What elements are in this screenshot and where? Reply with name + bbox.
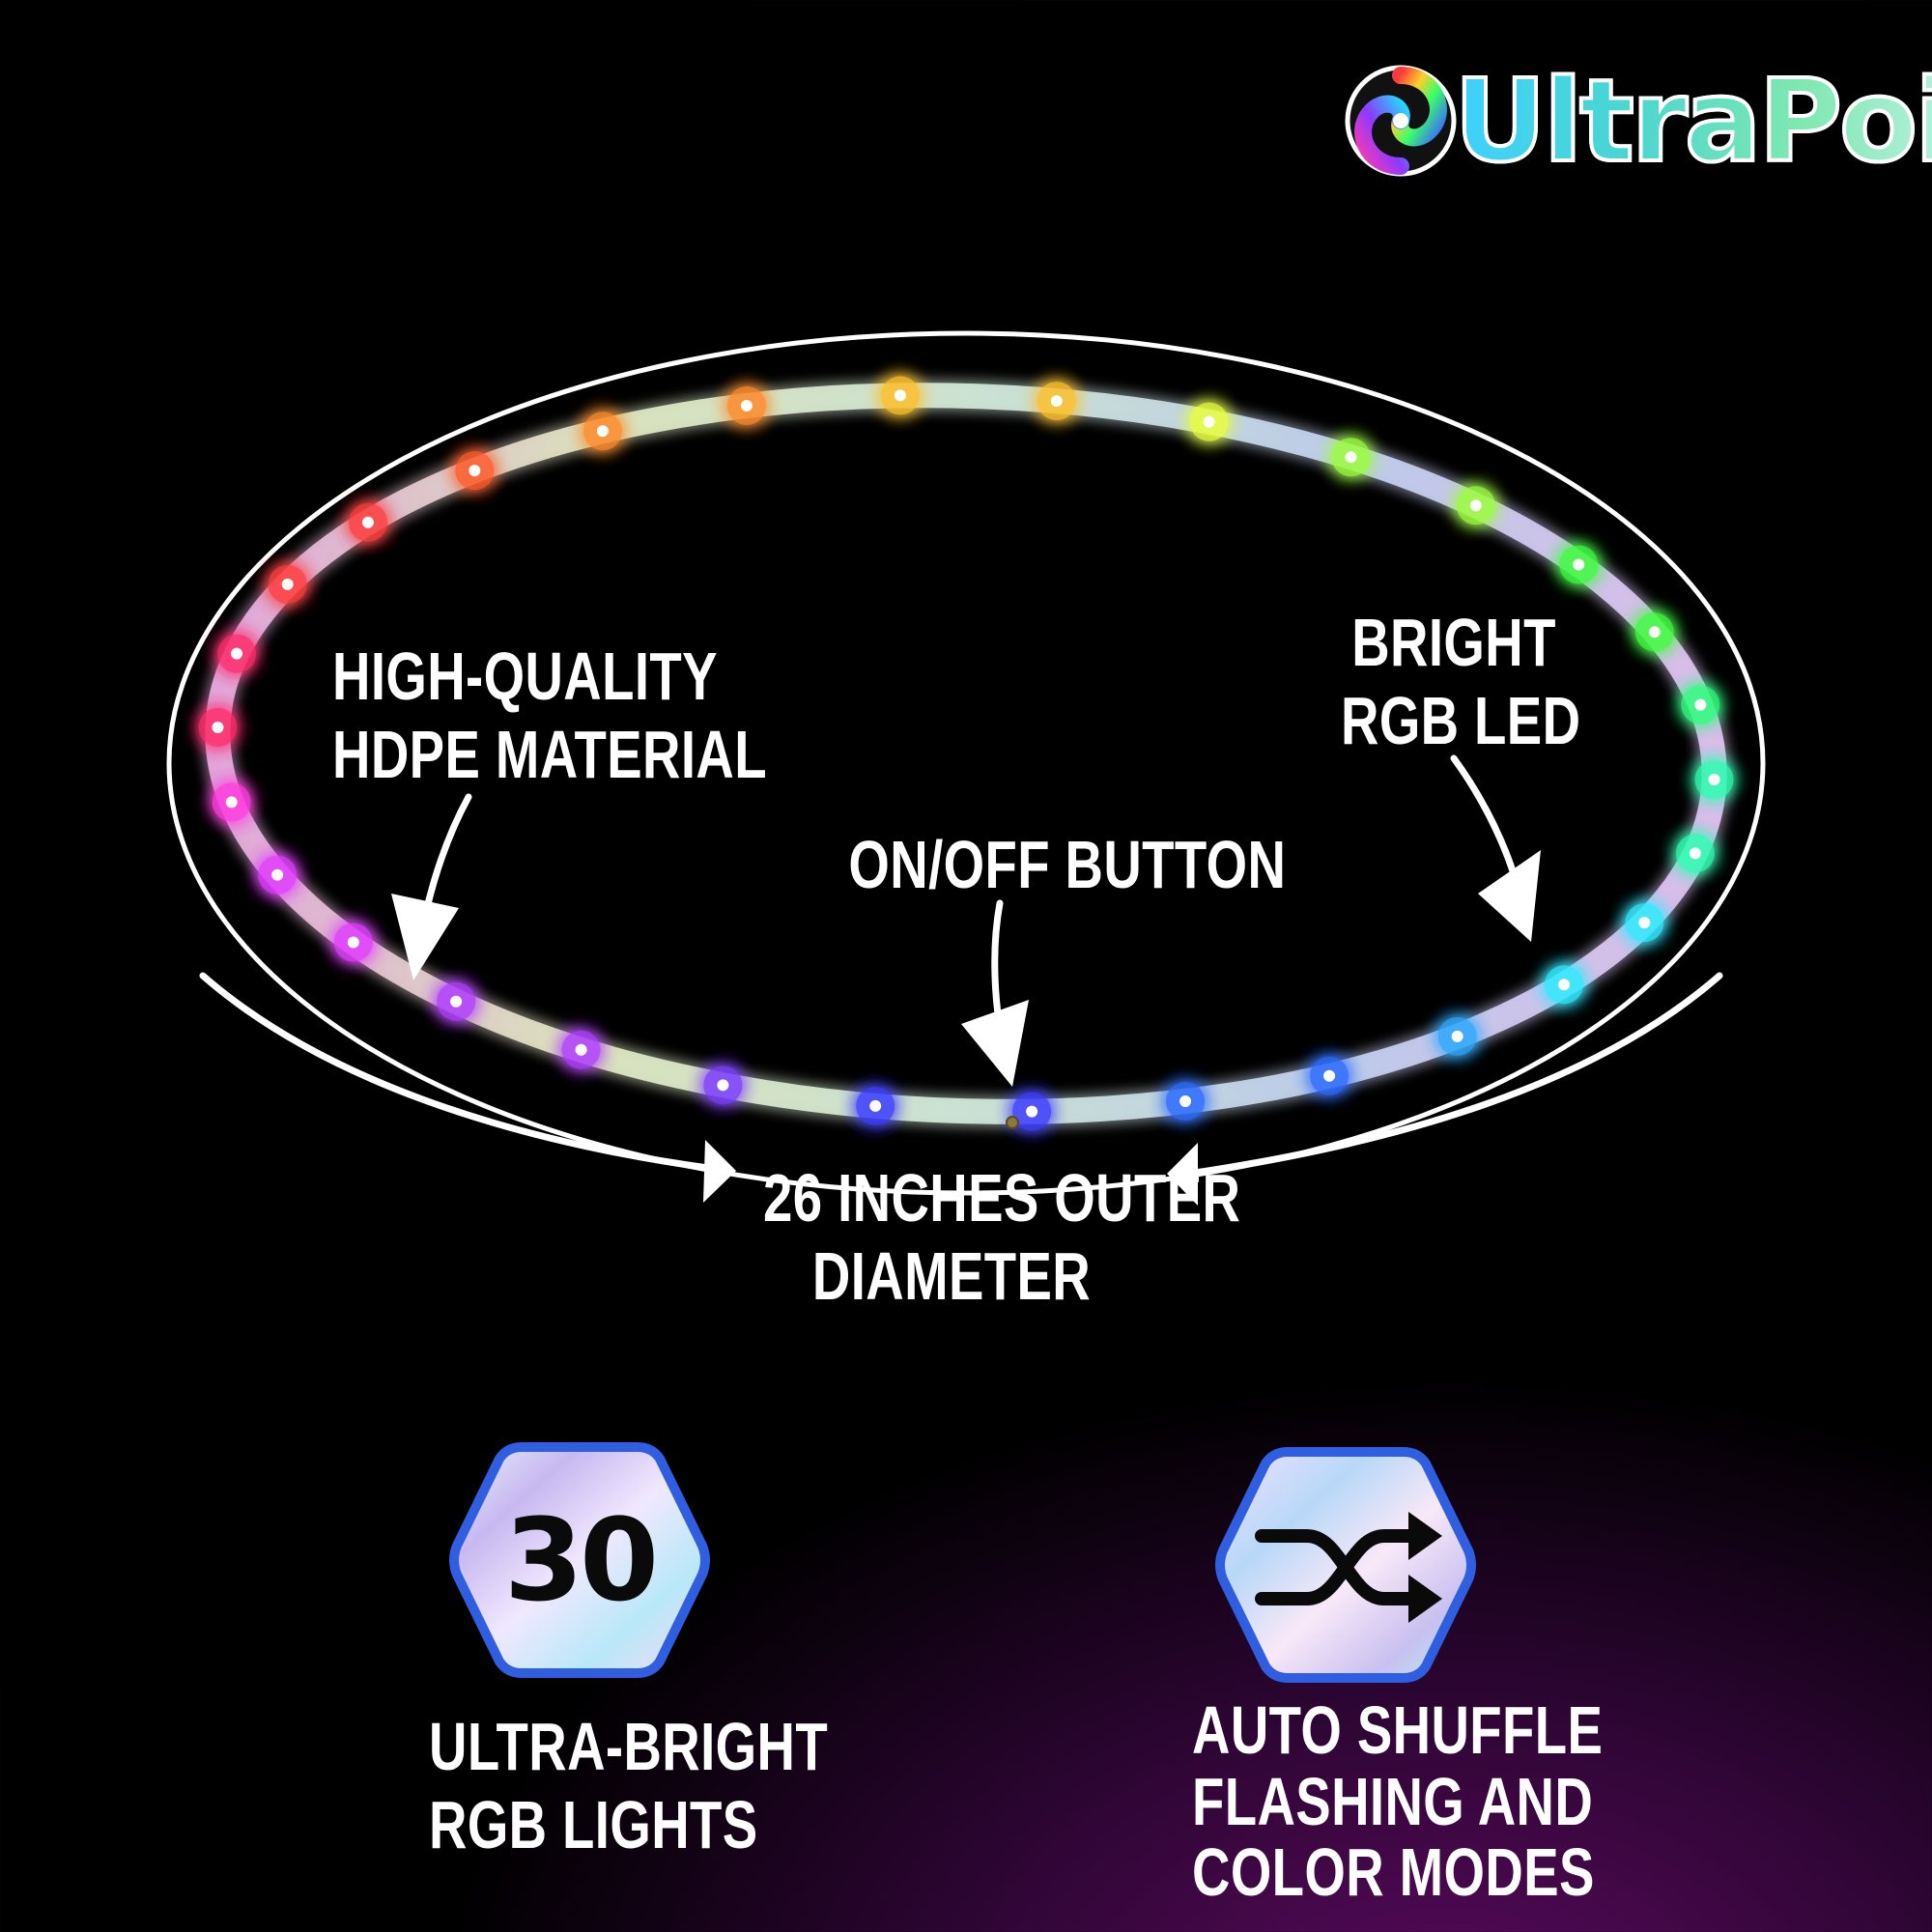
outer-diameter-outline [166, 330, 1766, 1196]
led-light-core [596, 425, 609, 438]
diameter-left-arrow-line [199, 972, 719, 1173]
button-arrowhead [961, 1000, 1029, 1087]
led-light-core [717, 1079, 729, 1092]
feature-badge-shuffle [1215, 1444, 1476, 1686]
led-light-core [1451, 1030, 1463, 1042]
diameter-right-arrow-line [1184, 972, 1723, 1178]
led-light-core [469, 465, 481, 477]
led-light-core [231, 647, 243, 660]
led-light-core [271, 868, 284, 881]
on-off-button-dot [1006, 1116, 1019, 1129]
led-group [198, 376, 1734, 1131]
led-light-core [575, 1043, 587, 1056]
led-light-core [1648, 626, 1661, 639]
hexagon-badge-icon [449, 1442, 710, 1678]
button-label: ON/OFF BUTTON [848, 827, 1287, 902]
led-arrowhead [1478, 850, 1541, 942]
feature-caption-shuffle: AUTO SHUFFLE FLASHING AND COLOR MODES [1192, 1692, 1604, 1910]
led-label: BRIGHT RGB LED [1341, 605, 1581, 758]
led-light-core [450, 995, 463, 1008]
led-light-core [1203, 415, 1215, 428]
diameter-left-arrowhead [703, 1140, 736, 1203]
led-light-core [1026, 1105, 1038, 1118]
led-light-core [1689, 847, 1701, 860]
led-light-core [225, 796, 238, 809]
swirl-logo-icon [1345, 65, 1457, 177]
led-light-core [347, 936, 359, 949]
led-light-core [1558, 979, 1571, 991]
logo-wordmark: UltraPoi [1452, 56, 1932, 185]
material-label: HIGH-QUALITY HDPE MATERIAL [332, 639, 767, 792]
led-light-core [1050, 395, 1063, 408]
feature-badge-leds: 30 [449, 1439, 710, 1681]
brand-logo: UltraPoi [1338, 56, 1932, 185]
led-light-core [1323, 1069, 1336, 1082]
led-light-core [212, 721, 224, 733]
diameter-right-arrowhead [1167, 1143, 1198, 1206]
led-light-core [869, 1099, 882, 1112]
shuffle-icon [1215, 1447, 1476, 1683]
led-light-core [1469, 499, 1482, 512]
feature-caption-leds: ULTRA-BRIGHT RGB LIGHTS [429, 1709, 829, 1862]
led-light-core [1638, 917, 1651, 929]
led-light-core [1179, 1095, 1192, 1108]
led-light-core [281, 578, 294, 590]
led-light-core [740, 399, 753, 412]
badge-value: 30 [503, 1493, 659, 1627]
diameter-label: 26 INCHES OUTER DIAMETER [763, 1160, 1241, 1314]
material-arrowhead [391, 894, 459, 980]
led-light-core [1694, 698, 1707, 711]
led-light-core [1345, 451, 1357, 464]
led-light-core [1573, 558, 1585, 571]
led-light-core [894, 389, 906, 402]
led-light-core [361, 516, 374, 528]
led-light-core [1708, 774, 1720, 786]
